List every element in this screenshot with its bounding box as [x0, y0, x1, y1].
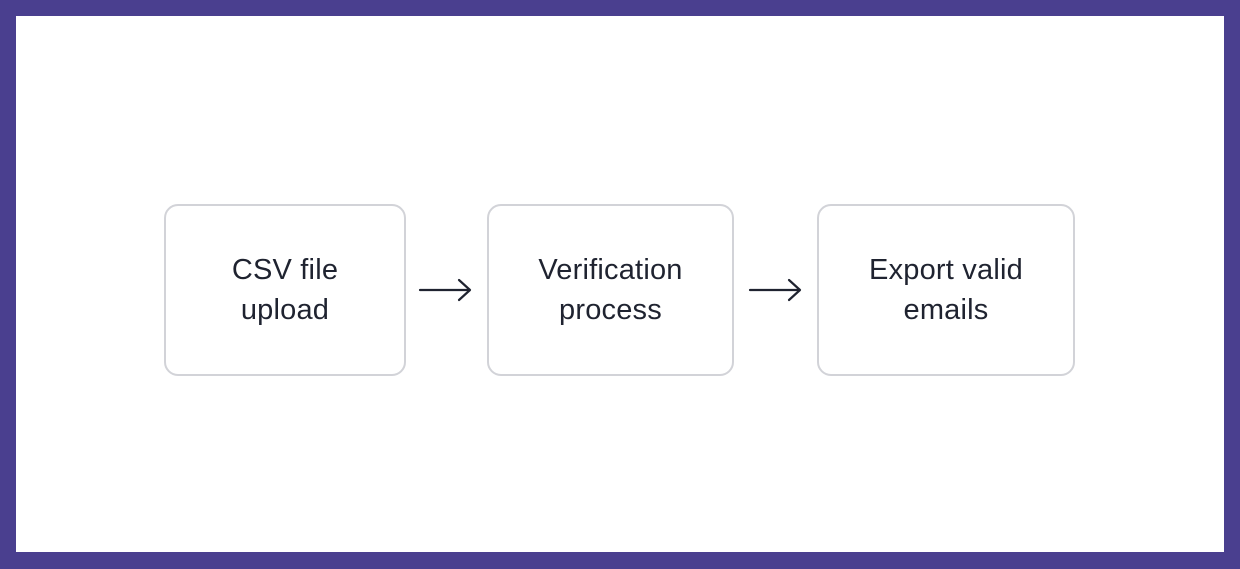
arrow-right-icon	[418, 275, 474, 305]
step-label-line-2: upload	[240, 294, 330, 326]
step-label-line-1: Export valid	[869, 254, 1023, 286]
step-box-csv-upload: CSV file upload	[164, 204, 406, 376]
step-label: Verification process	[538, 250, 682, 330]
diagram-canvas: CSV file upload Verification process Exp…	[16, 16, 1224, 552]
step-label: CSV file upload	[232, 250, 338, 330]
step-label: Export valid emails	[869, 250, 1023, 330]
step-box-export: Export valid emails	[817, 204, 1075, 376]
step-label-line-2: process	[559, 294, 662, 326]
step-label-line-2: emails	[903, 294, 989, 326]
arrow-right-icon	[748, 275, 804, 305]
step-box-verification: Verification process	[487, 204, 734, 376]
step-label-line-1: CSV file	[231, 254, 339, 286]
step-label-line-1: Verification	[538, 254, 683, 286]
